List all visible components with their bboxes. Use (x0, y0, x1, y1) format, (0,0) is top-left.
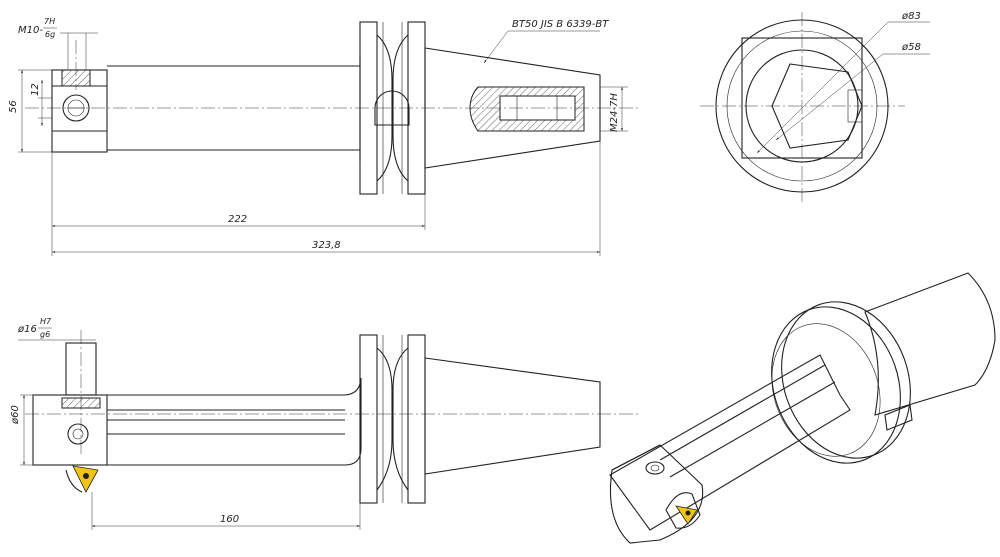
top-taper-section (469, 86, 585, 132)
dim-160: 160 (220, 514, 239, 525)
bore-circle (62, 94, 90, 122)
iso-taper (864, 272, 996, 416)
iso-shank (609, 354, 851, 531)
thread-pull-label: M24-7H (609, 93, 620, 132)
dia-60-label: ø60 (10, 405, 21, 425)
end-view: ø83 ø58 (700, 11, 930, 205)
screw-circle (67, 423, 89, 445)
bottom-view: ø16 H7 g6 ø60 160 (10, 317, 640, 530)
dia-83-label: ø83 (901, 11, 921, 22)
end-view-inner-circle (745, 49, 859, 163)
iso-flange (771, 306, 901, 464)
thread-top-den: 6g (45, 30, 55, 39)
iso-head (609, 444, 704, 544)
thread-top-label: M10- (18, 25, 43, 36)
end-view-hex (771, 63, 863, 149)
iso-screw (645, 461, 665, 475)
dim-56: 56 (8, 100, 19, 113)
isometric-view (609, 272, 996, 544)
bottom-head-block (32, 394, 108, 466)
dim-323-8: 323,8 (312, 240, 341, 251)
bottom-taper (424, 357, 601, 475)
top-view: 56 12 M10- 7H 6g BT50 JIS B 6339-BT M24-… (8, 17, 640, 256)
bore-tol-num: H7 (40, 317, 52, 326)
top-flange-left (359, 21, 378, 195)
bore-dia-label: ø16 (17, 324, 37, 335)
cutting-insert (72, 465, 99, 493)
end-view-outer-circle (715, 19, 889, 193)
bore-tol-den: g6 (40, 330, 50, 339)
thread-top-num: 7H (44, 17, 55, 26)
dia-58-label: ø58 (901, 42, 921, 53)
dim-12: 12 (30, 83, 41, 96)
dim-222: 222 (228, 214, 247, 225)
taper-spec-label: BT50 JIS B 6339-BT (512, 19, 609, 30)
bottom-flange-left (359, 334, 378, 504)
bottom-flange-right (407, 334, 426, 504)
